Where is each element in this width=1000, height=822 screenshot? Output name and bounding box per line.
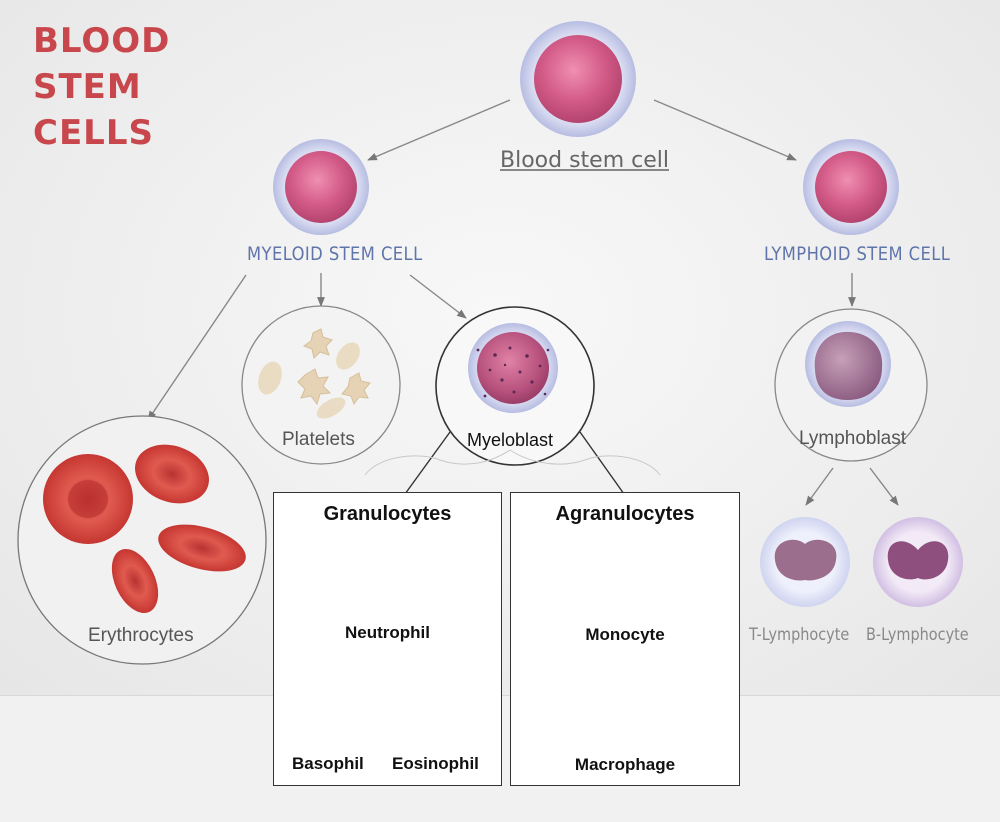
- myeloblast-image: [435, 306, 595, 466]
- platelets-label: Platelets: [282, 429, 355, 450]
- agranulocytes-heading: Agranulocytes: [555, 503, 695, 525]
- macrophage-label: Macrophage: [574, 755, 676, 774]
- blood-stem-cell-label: Blood stem cell: [500, 148, 669, 173]
- b-lymphocyte-label: B-Lymphocyte: [866, 625, 969, 645]
- eosinophil-label: Eosinophil: [392, 754, 479, 773]
- title-line-3: CELLS: [33, 113, 154, 153]
- t-lymphocyte-label: T-Lymphocyte: [749, 625, 850, 645]
- erythrocytes-image: [17, 415, 267, 665]
- myeloid-stem-cell-image: [273, 139, 369, 235]
- erythrocytes-label: Erythrocytes: [88, 625, 194, 646]
- connector-arrows: [147, 99, 899, 506]
- group-bracket: [364, 449, 661, 476]
- lymphoblast-image: [774, 308, 928, 462]
- neutrophil-label: Neutrophil: [345, 623, 430, 642]
- myeloid-stem-cell-label: MYELOID STEM CELL: [247, 243, 423, 265]
- agranulocytes-box: Agranulocytes Monocyte Macrophage: [510, 492, 740, 786]
- t-lymphocyte-image: [760, 517, 850, 607]
- granulocytes-heading: Granulocytes: [323, 503, 452, 525]
- platelets-image: [241, 305, 401, 465]
- b-lymphocyte-image: [873, 517, 963, 607]
- blood-stem-cell-image: [520, 21, 636, 137]
- monocyte-label: Monocyte: [585, 625, 665, 644]
- lymphoblast-label: Lymphoblast: [799, 428, 907, 449]
- lymphoid-stem-cell-label: LYMPHOID STEM CELL: [764, 243, 951, 265]
- title-line-1: BLOOD: [33, 21, 171, 61]
- lymphoid-stem-cell-image: [803, 139, 899, 235]
- granulocytes-box: Granulocytes Neutrophil Basophil Eosinop…: [273, 492, 502, 786]
- myeloblast-label: Myeloblast: [467, 430, 554, 450]
- basophil-label: Basophil: [292, 754, 364, 773]
- title-line-2: STEM: [33, 67, 142, 107]
